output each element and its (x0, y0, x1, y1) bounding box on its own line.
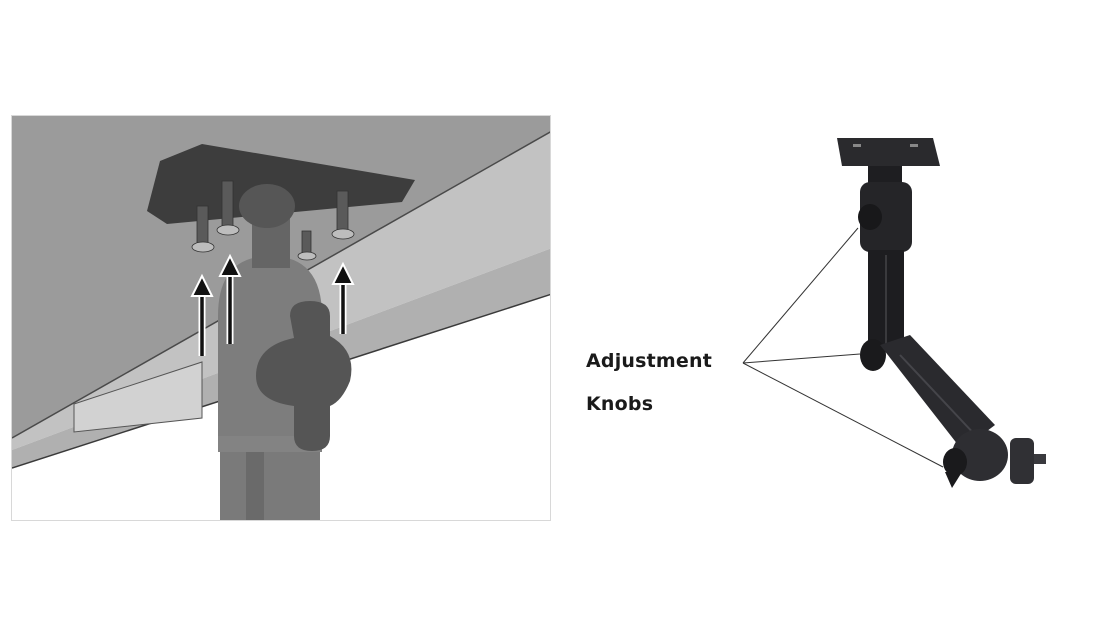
mount-arm-drawing (742, 138, 1046, 488)
callout-label-knobs: Knobs (586, 393, 654, 415)
screws (191, 180, 355, 261)
callout-label-adjustment: Adjustment (586, 350, 713, 372)
lower-knob (943, 448, 967, 476)
middle-knob (860, 339, 886, 371)
mount-arm-photo (740, 120, 1070, 500)
callout-leader-lines (742, 227, 944, 468)
upper-knob (858, 204, 882, 230)
upward-arrows (190, 253, 355, 356)
installation-drawing (12, 116, 550, 520)
ceiling-installation-illustration (11, 115, 551, 521)
